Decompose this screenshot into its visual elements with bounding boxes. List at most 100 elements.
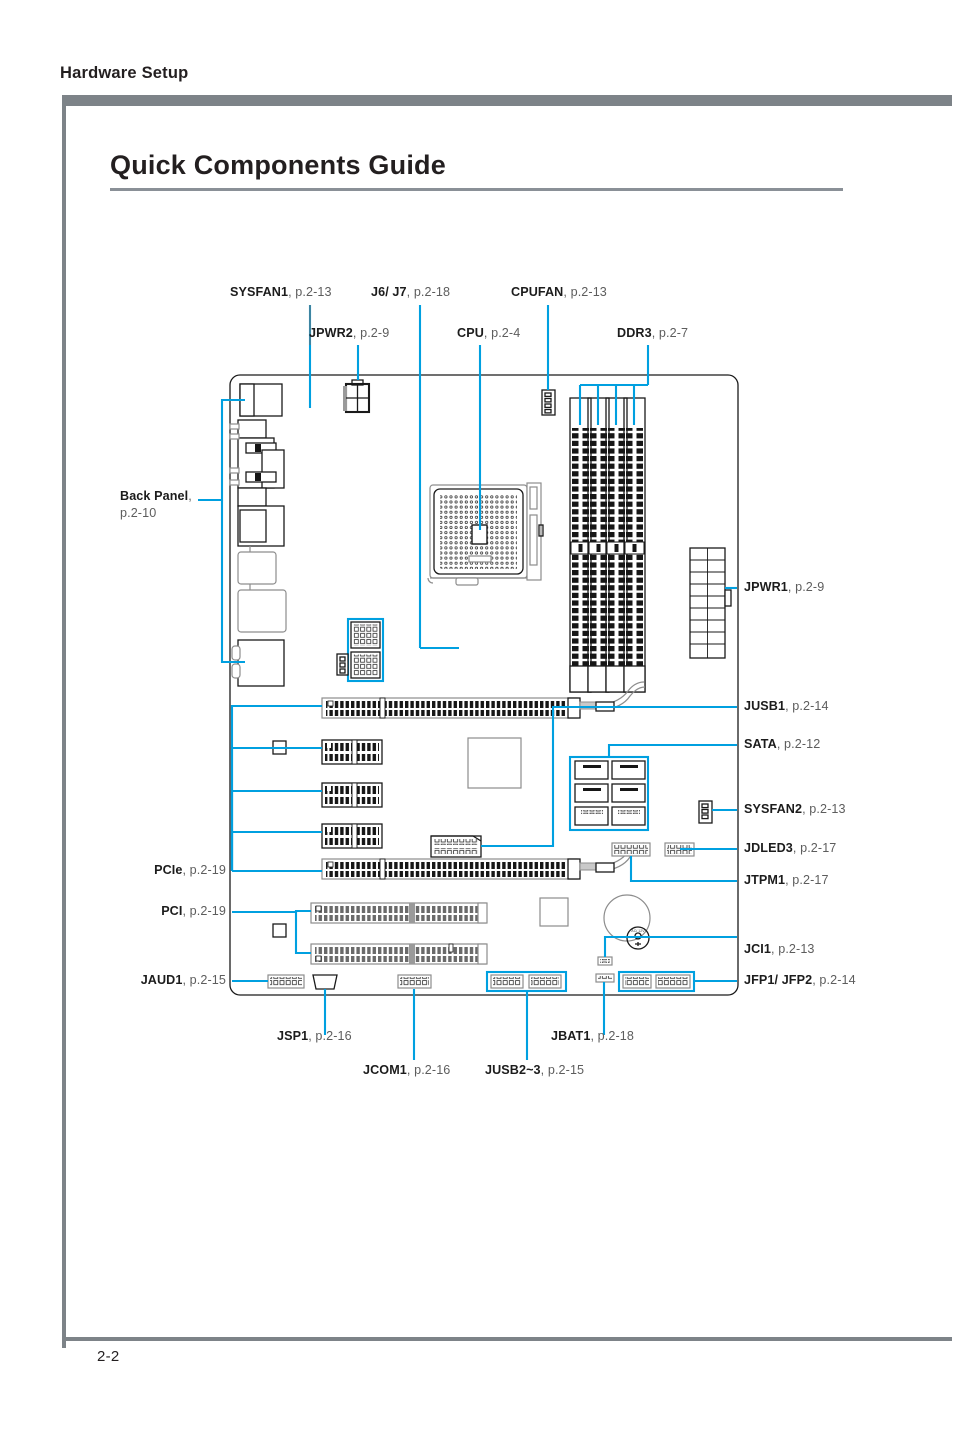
sata-port: [611, 783, 646, 803]
callout-name: DDR3: [617, 326, 652, 340]
callout-page: , p.2-18: [406, 285, 451, 299]
callout-page: , p.2-13: [563, 285, 607, 299]
callout-jusb2-3: JUSB2~3, p.2-15: [485, 1062, 584, 1079]
leader-sata: [607, 743, 737, 757]
sata-port: [574, 783, 609, 803]
footer-rule: [62, 1337, 952, 1341]
callout-jtpm1: JTPM1, p.2-17: [744, 872, 829, 889]
callout-name: Back Panel: [120, 489, 189, 503]
callout-sysfan2: SYSFAN2, p.2-13: [744, 801, 846, 818]
title-underline: [110, 188, 843, 191]
callout-page: , p.2-16: [406, 1063, 451, 1077]
callout-page: , p.2-13: [802, 802, 846, 816]
jtpm1-header: [611, 842, 651, 857]
leader-lines-right: [481, 586, 737, 983]
callout-page: , p.2-15: [182, 973, 226, 987]
southbridge-chip: [539, 897, 569, 927]
sata-ports: [568, 755, 650, 832]
jcom1-header: [397, 974, 432, 989]
callout-name: JTPM1: [744, 873, 786, 887]
sata-port: [611, 760, 646, 780]
callout-jbat1: JBAT1, p.2-18: [551, 1028, 634, 1045]
callout-page: ,: [188, 489, 192, 503]
callout-cpufan: CPUFAN, p.2-13: [511, 284, 607, 301]
callout-page: , p.2-9: [352, 326, 390, 340]
pci-slots: [310, 902, 488, 965]
leader-jtpm1: [629, 856, 737, 883]
callout-page: , p.2-16: [308, 1029, 352, 1043]
callout-name: JSP1: [277, 1029, 309, 1043]
callout-page: , p.2-19: [182, 863, 226, 877]
callout-page: , p.2-14: [785, 699, 829, 713]
callout-name: JUSB1: [744, 699, 786, 713]
pcie-x16-slot-1: [321, 681, 646, 719]
jfp1-jfp2-headers: [617, 970, 696, 993]
back-panel-io: [229, 383, 287, 687]
callout-j6-j7: J6/ J7, p.2-18: [371, 284, 450, 301]
jusb2-jusb3-headers: [485, 970, 568, 993]
callout-sysfan1: SYSFAN1, p.2-13: [230, 284, 332, 301]
leader-back-panel: [198, 398, 245, 502]
callout-page: , p.2-17: [785, 873, 829, 887]
leader-lines-left: [198, 398, 322, 983]
sata-port: [574, 760, 609, 780]
sysfan2-header: [698, 800, 713, 824]
sata-port: [611, 806, 646, 826]
leader-jci1: [603, 935, 737, 957]
callout-name: SYSFAN2: [744, 802, 803, 816]
callout-jsp1: JSP1, p.2-16: [277, 1028, 352, 1045]
callout-name: J6/ J7: [371, 285, 407, 299]
dimm-slot: [587, 397, 610, 693]
callout-name: JPWR2: [309, 326, 353, 340]
board-component: [272, 923, 287, 938]
callout-pci: PCI, p.2-19: [58, 903, 226, 920]
callout-page: , p.2-13: [288, 285, 332, 299]
pcie-x1-slots: [321, 739, 383, 849]
callout-name: CPUFAN: [511, 285, 564, 299]
callout-name: JAUD1: [140, 973, 183, 987]
callout-jusb1: JUSB1, p.2-14: [744, 698, 829, 715]
pci-slot: [310, 902, 488, 924]
callout-name: JDLED3: [744, 841, 793, 855]
leader-jusb1: [481, 705, 737, 848]
callout-name: JFP1/ JFP2: [744, 973, 813, 987]
callout-page: , p.2-15: [540, 1063, 585, 1077]
jusb1-header: [430, 835, 482, 858]
northbridge-chip: [467, 737, 522, 789]
pcie-x16-slot-2: [321, 842, 646, 880]
callout-page: , p.2-13: [771, 942, 815, 956]
callout-back-panel: Back Panel, p.2-10: [120, 488, 200, 521]
jpwr2-connector: [343, 379, 371, 414]
pcie-x1-slot: [321, 782, 383, 808]
cpufan-header: [541, 389, 556, 416]
pcie-x1-slot: [321, 739, 383, 765]
pcie-x1-slot: [321, 823, 383, 849]
callout-ddr3: DDR3, p.2-7: [617, 325, 688, 342]
callout-page: , p.2-4: [483, 326, 521, 340]
callout-name: JBAT1: [551, 1029, 591, 1043]
dimm-slot: [605, 397, 628, 693]
callout-page: , p.2-9: [787, 580, 825, 594]
callout-jpwr1: JPWR1, p.2-9: [744, 579, 824, 596]
callout-jpwr2: JPWR2, p.2-9: [309, 325, 389, 342]
callout-name: PCIe: [154, 863, 183, 877]
callout-page-2: p.2-10: [120, 505, 157, 520]
callout-page: , p.2-12: [776, 737, 821, 751]
callout-name: SYSFAN1: [230, 285, 289, 299]
dimm-slot: [623, 397, 646, 693]
callout-jcom1: JCOM1, p.2-16: [363, 1062, 450, 1079]
page-number: 2-2: [97, 1348, 120, 1365]
callout-jfp1-jfp2: JFP1/ JFP2, p.2-14: [744, 972, 856, 989]
callout-page: , p.2-7: [651, 326, 689, 340]
board-outline: [229, 374, 739, 996]
callout-name: PCI: [161, 904, 183, 918]
jpwr1-connector: [689, 547, 732, 659]
callout-name: JCOM1: [363, 1063, 407, 1077]
callout-pcie: PCIe, p.2-19: [58, 862, 226, 879]
callout-page: , p.2-19: [182, 904, 226, 918]
sata-port: [574, 806, 609, 826]
callout-name: SATA: [744, 737, 777, 751]
jci1-header: [595, 956, 615, 983]
callout-cpu: CPU, p.2-4: [457, 325, 520, 342]
